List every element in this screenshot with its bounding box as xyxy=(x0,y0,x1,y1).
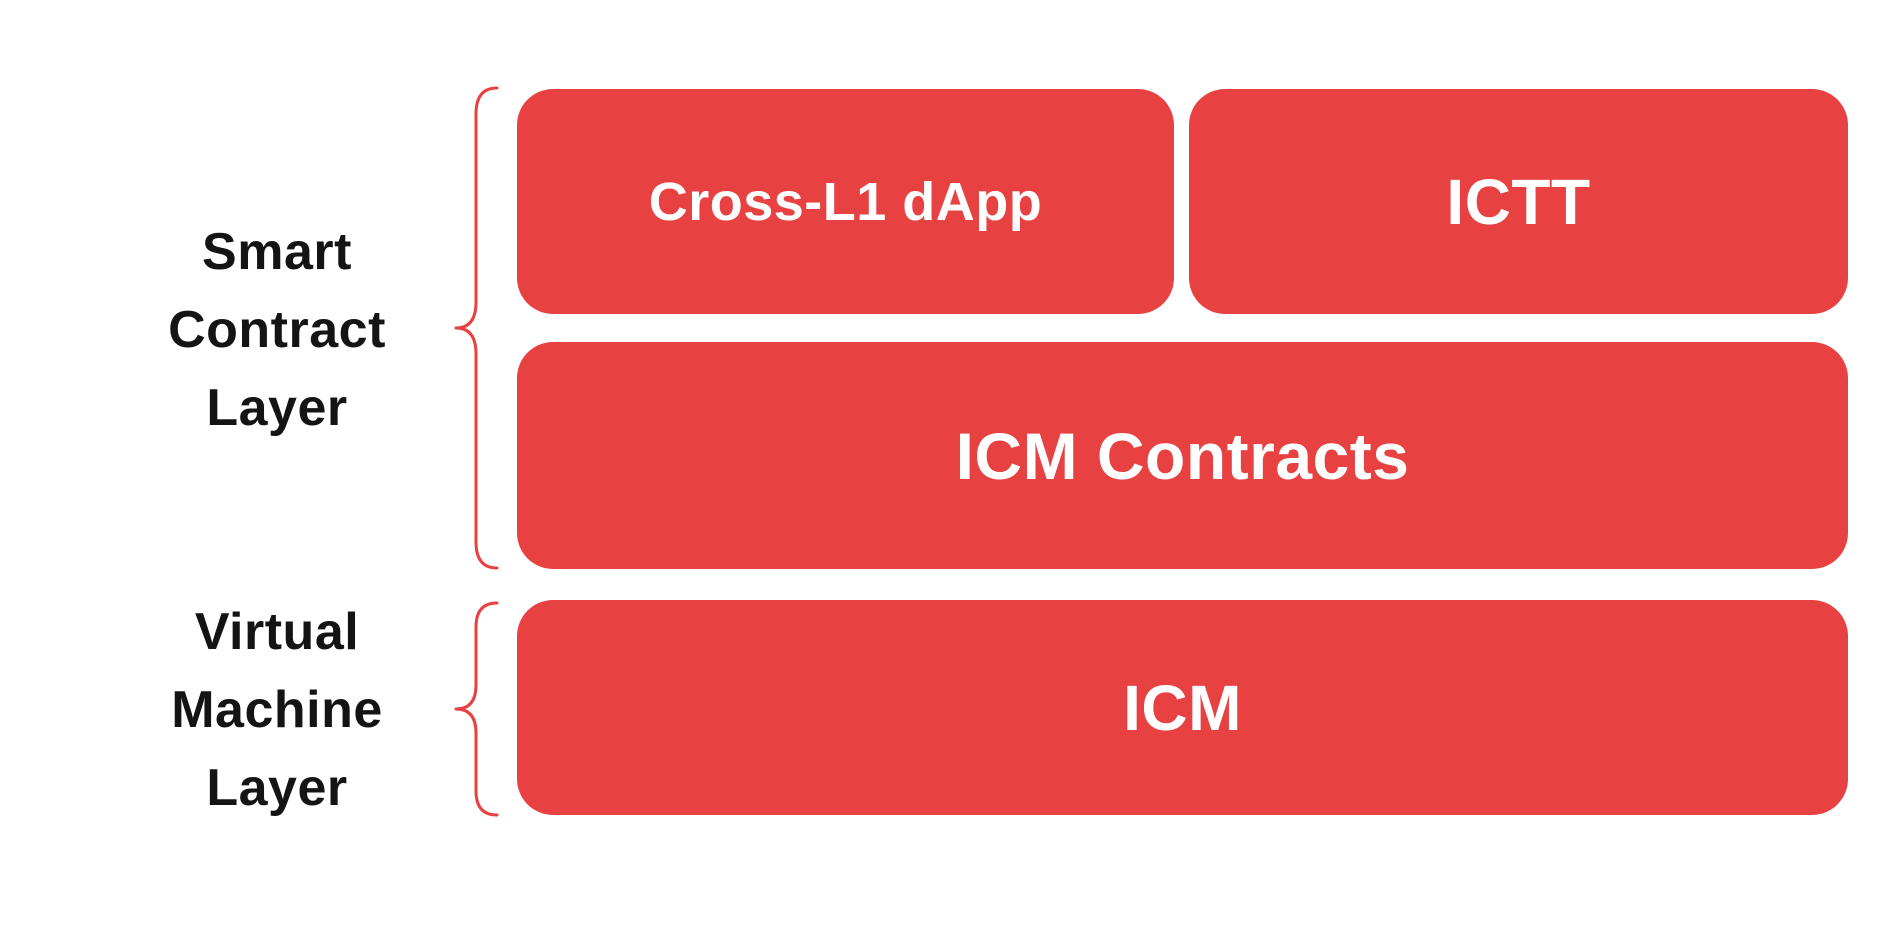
box-ictt-label: ICTT xyxy=(1446,165,1591,238)
box-icm-label: ICM xyxy=(1123,671,1242,744)
box-icm: ICM xyxy=(517,600,1848,815)
label-line: Layer xyxy=(206,759,348,817)
box-cross-l1-dapp: Cross-L1 dApp xyxy=(517,89,1174,314)
box-icm-contracts: ICM Contracts xyxy=(517,342,1848,569)
smart-contract-layer-label: Smart Contract Layer xyxy=(77,213,477,447)
box-ictt: ICTT xyxy=(1189,89,1848,314)
smart-contract-layer-brace-icon xyxy=(454,86,499,570)
box-cross-l1-dapp-label: Cross-L1 dApp xyxy=(648,171,1043,232)
virtual-machine-layer-label: Virtual Machine Layer xyxy=(77,593,477,827)
virtual-machine-layer-brace-icon xyxy=(454,601,499,817)
label-line: Contract xyxy=(168,301,386,359)
label-line: Smart xyxy=(202,223,352,281)
label-line: Machine xyxy=(171,681,383,739)
box-icm-contracts-label: ICM Contracts xyxy=(955,418,1410,493)
label-line: Layer xyxy=(206,379,348,437)
label-line: Virtual xyxy=(194,603,360,661)
